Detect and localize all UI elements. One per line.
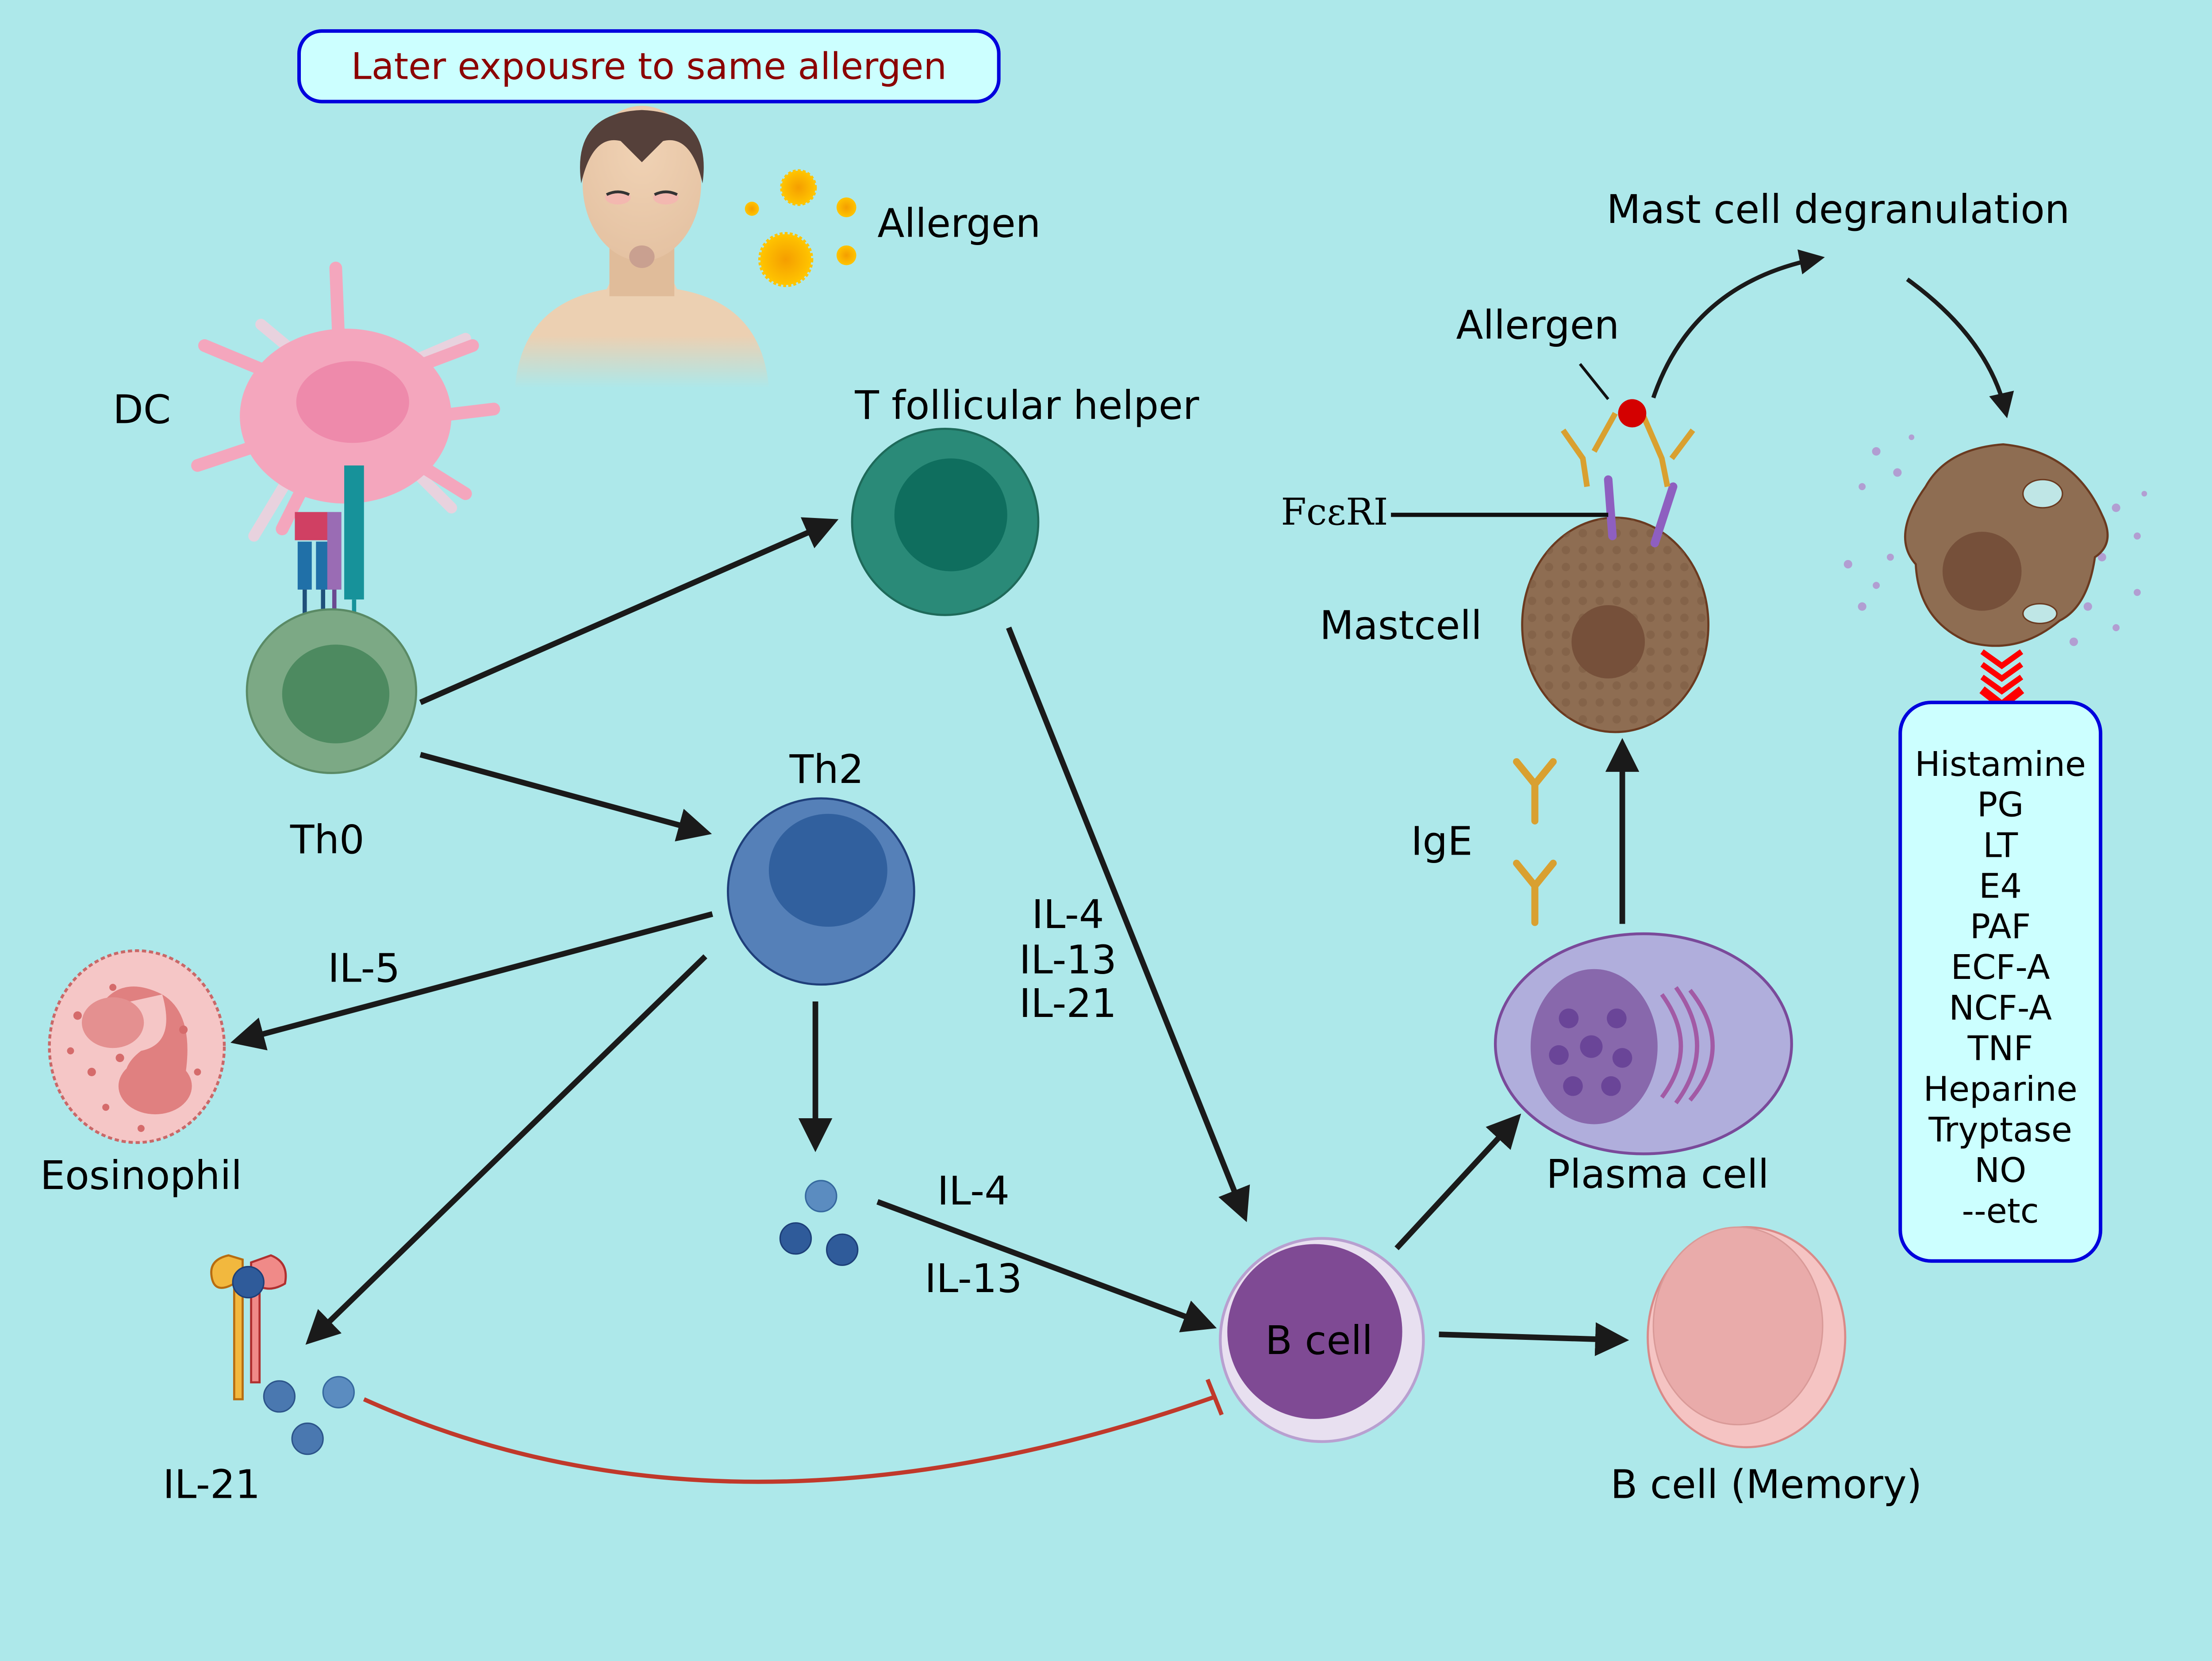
memory-b-cell-label: B cell (Memory) bbox=[1610, 1462, 1922, 1508]
plasma-cell bbox=[1494, 932, 1793, 1155]
arrow-bcell-to-memory bbox=[1439, 1322, 1629, 1356]
b-cell-label: B cell bbox=[1265, 1318, 1373, 1364]
chevron-down-icon bbox=[1979, 649, 2024, 711]
il21-receptor bbox=[210, 1254, 355, 1455]
bound-allergen-icon bbox=[1618, 399, 1647, 428]
mediator-item: Heparine bbox=[1924, 1070, 2078, 1109]
mediator-list: HistaminePGLTE4PAFECF-ANCF-ATNFHeparineT… bbox=[1915, 745, 2086, 1231]
th0-label: Th0 bbox=[290, 817, 365, 863]
mediator-item: PG bbox=[1977, 786, 2024, 825]
il13-label: IL-13 bbox=[925, 1256, 1022, 1302]
arrow-degranulation-to-cell bbox=[1906, 277, 2014, 418]
tfh-label: T follicular helper bbox=[854, 383, 1199, 429]
th2-label: Th2 bbox=[789, 747, 864, 793]
tfh-cytokine-il21: IL-21 bbox=[1019, 981, 1117, 1027]
il5-label: IL-5 bbox=[328, 945, 400, 991]
allergen-pointer bbox=[1578, 363, 1609, 400]
arrow-th0-to-tfh bbox=[419, 517, 839, 705]
fceri-receptors bbox=[1604, 475, 1678, 548]
allergen-label: Allergen bbox=[877, 201, 1041, 247]
arrow-th2-to-il21 bbox=[305, 954, 707, 1345]
mediator-item: LT bbox=[1983, 826, 2018, 866]
il21-label: IL-21 bbox=[163, 1462, 260, 1508]
mediator-item: ECF-A bbox=[1951, 948, 2050, 987]
il4-il13-cytokines bbox=[779, 1180, 859, 1266]
inhibition-bar bbox=[1206, 1378, 1224, 1416]
mediator-item: E4 bbox=[1979, 867, 2022, 906]
arrow-th2-to-eosinophil bbox=[230, 911, 713, 1051]
mediator-item: PAF bbox=[1970, 907, 2031, 947]
mediator-item: Histamine bbox=[1915, 745, 2086, 784]
person-illustration bbox=[515, 106, 769, 388]
tfh-cytokine-il4: IL-4 bbox=[1032, 892, 1104, 938]
degranulating-mast-cell bbox=[1843, 434, 2147, 647]
mediator-item: NO bbox=[1974, 1151, 2026, 1190]
tfh-cell bbox=[851, 427, 1040, 616]
fceri-label: FcεRI bbox=[1281, 491, 1388, 533]
tcr-mhc-complex bbox=[295, 465, 364, 628]
arrows bbox=[230, 249, 2014, 1484]
mast-cell-label: Mastcell bbox=[1320, 603, 1482, 649]
bound-ige bbox=[1560, 412, 1695, 487]
eosinophil-label: Eosinophil bbox=[40, 1153, 242, 1199]
title-box: Later expousre to same allergen bbox=[297, 29, 1001, 104]
memory-b-cell bbox=[1647, 1226, 1847, 1449]
arrow-tfh-to-bcell bbox=[1006, 626, 1250, 1222]
arrow-mast-to-degranulation bbox=[1651, 249, 1825, 399]
mediator-item: TNF bbox=[1967, 1029, 2033, 1069]
mediators-box: HistaminePGLTE4PAFECF-ANCF-ATNFHeparineT… bbox=[1898, 701, 2103, 1263]
il4-label: IL-4 bbox=[937, 1168, 1010, 1214]
ige-label: IgE bbox=[1411, 818, 1472, 864]
allergen-particles bbox=[745, 169, 856, 287]
th0-cell bbox=[246, 608, 418, 774]
mast-allergen-label: Allergen bbox=[1456, 302, 1619, 348]
ige-antibodies bbox=[1513, 758, 1557, 926]
dc-label: DC bbox=[113, 387, 171, 433]
mediator-item: NCF-A bbox=[1949, 989, 2052, 1028]
degranulation-label: Mast cell degranulation bbox=[1607, 187, 2070, 233]
mediator-item: --etc bbox=[1962, 1192, 2039, 1231]
arrow-bcell-to-plasma bbox=[1394, 1113, 1521, 1251]
arrow-cytokines-to-bcell bbox=[876, 1199, 1217, 1332]
mediator-item: Tryptase bbox=[1928, 1110, 2072, 1150]
inhibition-il21-to-bcell bbox=[363, 1394, 1217, 1484]
tfh-cytokine-il13: IL-13 bbox=[1019, 937, 1117, 983]
tfh-cytokine-labels: IL-4 IL-13 IL-21 bbox=[1019, 892, 1117, 1027]
dendritic-cell bbox=[191, 261, 500, 542]
b-cell bbox=[1219, 1237, 1425, 1443]
arrow-th0-to-th2 bbox=[419, 752, 712, 842]
eosinophil-cell bbox=[48, 949, 226, 1144]
title-text: Later expousre to same allergen bbox=[351, 45, 947, 88]
th2-cell bbox=[727, 797, 915, 986]
mast-cell bbox=[1521, 516, 1709, 733]
plasma-cell-label: Plasma cell bbox=[1546, 1151, 1769, 1197]
